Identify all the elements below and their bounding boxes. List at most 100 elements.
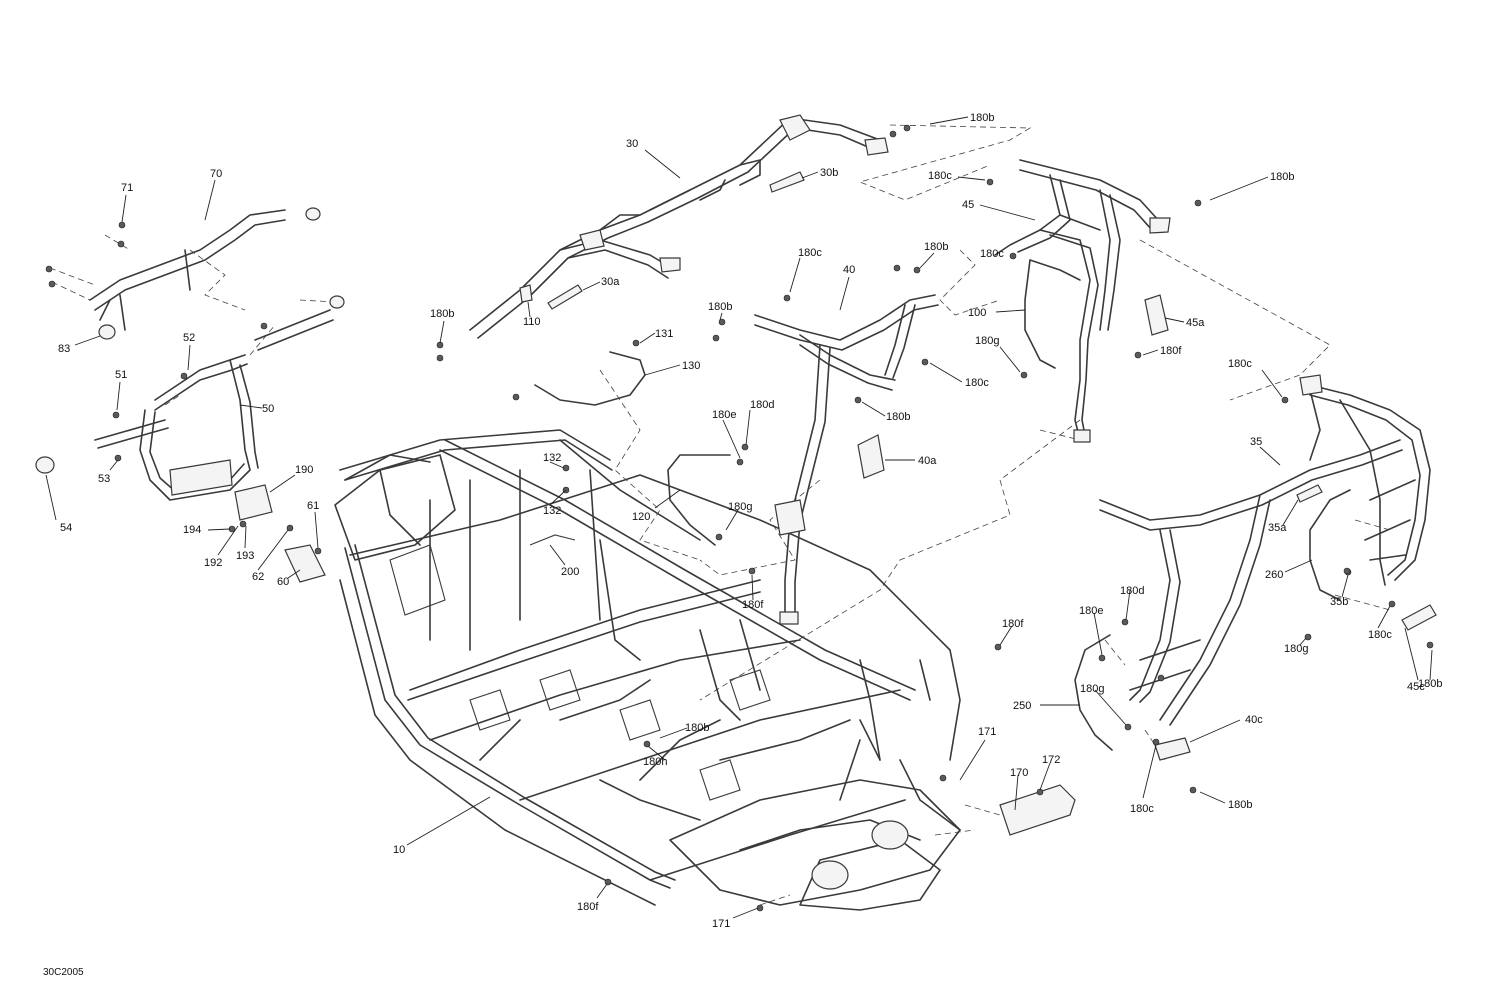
callout-180c: 180c <box>980 248 1004 260</box>
bracket-35a <box>1296 484 1323 503</box>
callout-180b: 180b <box>1418 678 1442 690</box>
bracket-40c <box>1154 737 1191 761</box>
callout-200: 200 <box>561 566 579 578</box>
callout-180h: 180h <box>643 756 667 768</box>
callout-83: 83 <box>58 343 70 355</box>
callout-260: 260 <box>1265 569 1283 581</box>
callout-180f: 180f <box>577 901 599 913</box>
rear-roll-bar-45 <box>994 159 1171 443</box>
callout-180b: 180b <box>970 112 994 124</box>
callout-180f: 180f <box>1002 618 1024 630</box>
callout-180g: 180g <box>975 335 999 347</box>
callout-10: 10 <box>393 844 405 856</box>
wire-200 <box>529 534 576 546</box>
callout-180b: 180b <box>708 301 732 313</box>
callout-180g: 180g <box>1080 683 1104 695</box>
roll-bar-40 <box>754 294 939 625</box>
callout-180c: 180c <box>1368 629 1392 641</box>
callout-labels: 180b 30 30b 180c 180b 45 71 70 180c 180b… <box>58 112 1442 930</box>
callout-62: 62 <box>252 571 264 583</box>
callout-71: 71 <box>121 182 133 194</box>
end-cap-83 <box>98 324 116 340</box>
roll-cage-top-30 <box>469 114 889 339</box>
grab-handle-130 <box>534 351 646 406</box>
callout-40: 40 <box>843 264 855 276</box>
callout-100: 100 <box>968 307 986 319</box>
grab-handle-260 <box>1309 489 1351 601</box>
callout-60: 60 <box>277 576 289 588</box>
bracket-190 <box>234 484 273 521</box>
bracket-60 <box>284 544 326 583</box>
callout-180c: 180c <box>1130 803 1154 815</box>
bracket-30b <box>769 171 805 193</box>
bracket-30a <box>547 284 583 310</box>
callout-132: 132 <box>543 505 561 517</box>
grab-handle-120 <box>667 454 731 546</box>
callout-180c: 180c <box>1228 358 1252 370</box>
callout-40c: 40c <box>1245 714 1263 726</box>
callout-180g: 180g <box>728 501 752 513</box>
callout-170: 170 <box>1010 767 1028 779</box>
bracket-40a <box>857 434 885 479</box>
callout-45: 45 <box>962 199 974 211</box>
callout-30: 30 <box>626 138 638 150</box>
callout-180b: 180b <box>924 241 948 253</box>
grab-handle-250 <box>1074 634 1113 751</box>
callout-180e: 180e <box>712 409 736 421</box>
callout-180g: 180g <box>1284 643 1308 655</box>
callout-180c: 180c <box>928 170 952 182</box>
callout-45a: 45a <box>1186 317 1205 329</box>
callout-130: 130 <box>682 360 700 372</box>
callout-172: 172 <box>1042 754 1060 766</box>
callout-180f: 180f <box>742 599 764 611</box>
end-cap-70 <box>305 207 321 221</box>
callout-35b: 35b <box>1330 596 1348 608</box>
callout-180b: 180b <box>886 411 910 423</box>
callout-51: 51 <box>115 369 127 381</box>
callout-131: 131 <box>655 328 673 340</box>
end-cap-54 <box>35 456 55 474</box>
callout-53: 53 <box>98 473 110 485</box>
callout-190: 190 <box>295 464 313 476</box>
callout-35: 35 <box>1250 436 1262 448</box>
callout-180b: 180b <box>430 308 454 320</box>
bracket-45a <box>1144 294 1169 336</box>
end-cap-50 <box>329 295 345 309</box>
callout-54: 54 <box>60 522 72 534</box>
callout-30a: 30a <box>601 276 620 288</box>
callout-30b: 30b <box>820 167 838 179</box>
callout-61: 61 <box>307 500 319 512</box>
bracket-170 <box>999 784 1076 836</box>
callout-180f: 180f <box>1160 345 1182 357</box>
callout-52: 52 <box>183 332 195 344</box>
callout-180e: 180e <box>1079 605 1103 617</box>
callout-45c: 45c <box>1407 681 1425 693</box>
callout-180d: 180d <box>1120 585 1144 597</box>
callout-180c: 180c <box>965 377 989 389</box>
callout-192: 192 <box>204 557 222 569</box>
callout-180c: 180c <box>798 247 822 259</box>
callout-171: 171 <box>978 726 996 738</box>
front-top-bar-70 <box>89 209 286 331</box>
callout-180b: 180b <box>1270 171 1294 183</box>
callout-180b: 180b <box>1228 799 1252 811</box>
diagram-code: 30C2005 <box>43 967 84 978</box>
grab-handle-100 <box>1024 259 1081 369</box>
callout-250: 250 <box>1013 700 1031 712</box>
callout-180d: 180d <box>750 399 774 411</box>
callout-leader-lines <box>45 116 1433 919</box>
callout-194: 194 <box>183 524 201 536</box>
callout-35a: 35a <box>1268 522 1287 534</box>
callout-50: 50 <box>262 403 274 415</box>
rear-cage-35 <box>1099 374 1431 726</box>
callout-180b: 180b <box>685 722 709 734</box>
front-bumper-50 <box>94 309 334 501</box>
callout-110: 110 <box>523 316 541 328</box>
callout-70: 70 <box>210 168 222 180</box>
callout-120: 120 <box>632 511 650 523</box>
callout-40a: 40a <box>918 455 937 467</box>
callout-132: 132 <box>543 452 561 464</box>
callout-193: 193 <box>236 550 254 562</box>
bracket-45c <box>1401 604 1437 631</box>
